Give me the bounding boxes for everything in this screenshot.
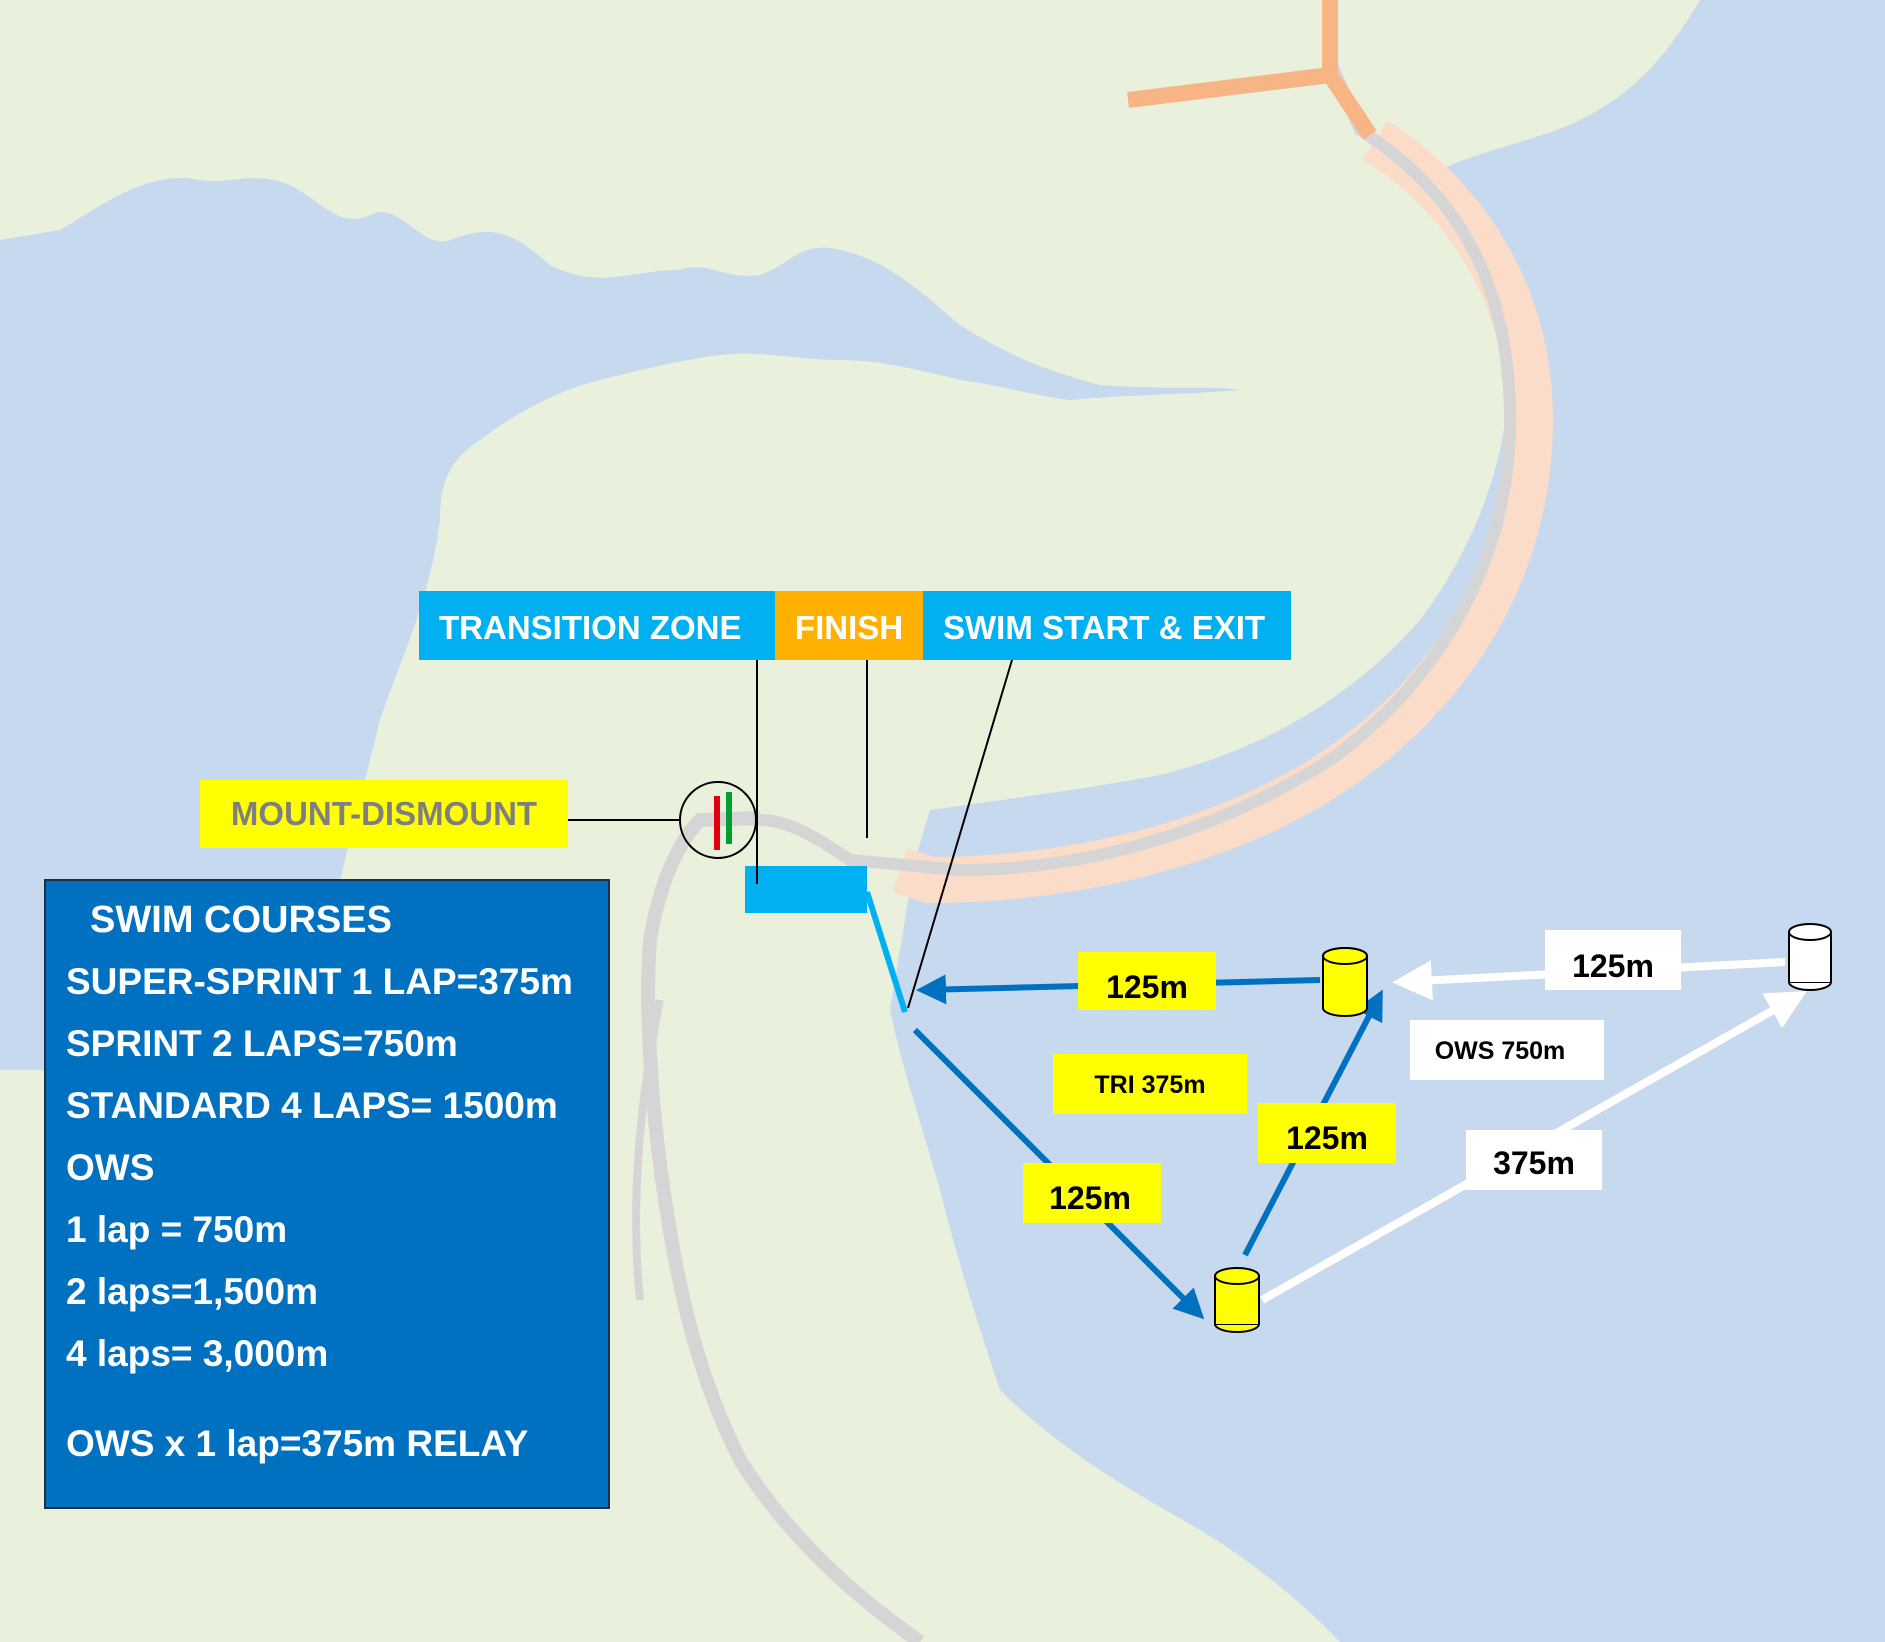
swim-course-line: OWS x 1 lap=375m RELAY [66, 1423, 529, 1464]
mount-green-bar [726, 792, 732, 844]
distance-label-top-white: 125m [1572, 948, 1654, 984]
buoy-white-far [1788, 923, 1832, 991]
mount-dismount-label: MOUNT-DISMOUNT [231, 795, 537, 832]
swim-course-line: 2 laps=1,500m [66, 1271, 318, 1312]
mount-red-bar [714, 796, 720, 850]
distance-label-long-white: 375m [1493, 1145, 1575, 1181]
water-inlet [0, 178, 1240, 881]
banner-transition-bg [419, 591, 775, 660]
distance-label-top-yellow: 125m [1106, 969, 1188, 1005]
breakwater-path-peach [892, 120, 1554, 904]
pointer-swim-start [907, 659, 1013, 1009]
transition-zone-area [745, 866, 867, 913]
tri-course-label: TRI 375m [1094, 1071, 1205, 1099]
distance-label-right-yellow: 125m [1286, 1120, 1368, 1156]
banner-swim-start-exit: SWIM START & EXIT [943, 609, 1265, 646]
distance-label-left-yellow: 125m [1049, 1180, 1131, 1216]
swim-course-line: STANDARD 4 LAPS= 1500m [66, 1085, 558, 1126]
swim-exit-ramp [864, 891, 908, 1013]
water-left-edge [0, 880, 44, 1070]
road-arc-gray [759, 57, 1517, 877]
swim-course-line: 4 laps= 3,000m [66, 1333, 329, 1374]
swim-course-line: 1 lap = 750m [66, 1209, 288, 1250]
road-left-gray [632, 999, 664, 1301]
distance-label-top-yellow-bg [1078, 952, 1216, 1010]
swim-course-line: OWS [66, 1147, 155, 1188]
distance-label-top-white-bg [1545, 930, 1681, 990]
swim-course-line: SUPER-SPRINT 1 LAP=375m [66, 961, 573, 1002]
ows-course-label-bg [1410, 1020, 1604, 1080]
road-top-orange [1127, 0, 1377, 140]
banner-transition-zone: TRANSITION ZONE [439, 609, 742, 646]
distance-label-right-yellow-bg [1258, 1103, 1396, 1163]
mount-dismount-label-bg [200, 780, 568, 848]
water-bay [890, 0, 1885, 1642]
ows-course-label: OWS 750m [1435, 1037, 1566, 1065]
distance-label-long-white-bg [1466, 1130, 1602, 1190]
distance-label-left-yellow-bg [1023, 1163, 1161, 1223]
road-main-gray [641, 811, 925, 1642]
banner-finish: FINISH [795, 609, 903, 646]
mount-dismount-marker [679, 781, 757, 859]
tri-course-label-bg [1053, 1054, 1247, 1114]
buoy-yellow-top [1322, 947, 1368, 1017]
banner-swim-bg [923, 591, 1291, 660]
swim-courses-panel: SWIM COURSES SUPER-SPRINT 1 LAP=375m SPR… [44, 879, 610, 1509]
banner-finish-bg [775, 591, 923, 660]
buoy-yellow-bottom [1214, 1267, 1260, 1333]
swim-courses-title: SWIM COURSES [90, 899, 392, 941]
swim-course-line: SPRINT 2 LAPS=750m [66, 1023, 458, 1064]
